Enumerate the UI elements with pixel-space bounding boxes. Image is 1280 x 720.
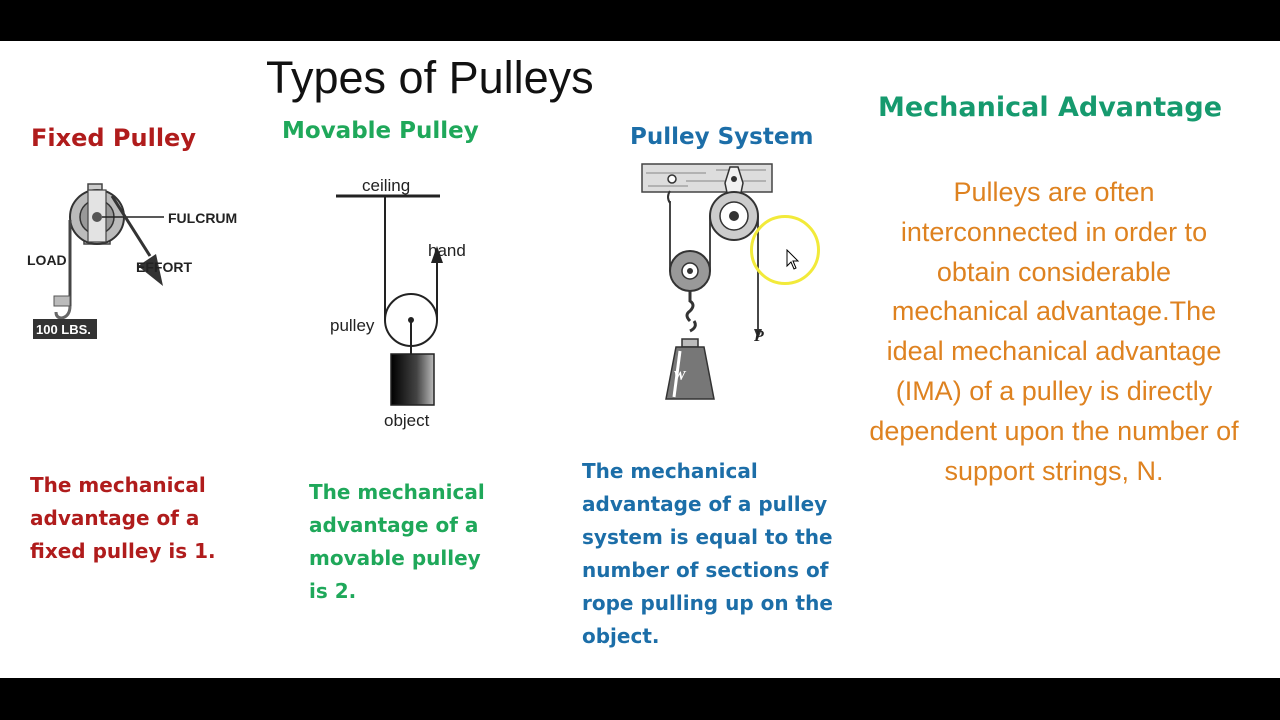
cursor-highlight <box>750 215 820 285</box>
p-label: P <box>754 328 764 345</box>
effort-label: EFFORT <box>136 259 192 275</box>
movable-pulley-diagram <box>336 194 443 406</box>
pulley-system-diagram <box>641 163 773 400</box>
mechanical-advantage-text: Pulleys are often interconnected in orde… <box>869 177 1239 486</box>
fixed-pulley-description: The mechanical advantage of a fixed pull… <box>30 473 216 563</box>
mechanical-advantage-heading: Mechanical Advantage <box>878 92 1223 123</box>
weight-label: 100 LBS. <box>36 322 91 337</box>
mouse-pointer-icon <box>786 249 800 270</box>
pulley-label: pulley <box>330 316 375 335</box>
hand-label: hand <box>428 241 466 260</box>
movable-pulley-description: The mechanical advantage of a movable pu… <box>309 480 485 603</box>
pulley-system-description: The mechanical advantage of a pulley sys… <box>582 459 833 648</box>
pulley-system-heading: Pulley System <box>630 124 814 150</box>
slide: Types of Pulleys Fixed Pulley FULCRUM LO… <box>0 41 1280 678</box>
movable-pulley-heading: Movable Pulley <box>282 118 479 144</box>
ceiling-label: ceiling <box>362 176 411 195</box>
fixed-pulley-diagram <box>33 183 164 339</box>
page-title: Types of Pulleys <box>266 52 594 103</box>
object-label: object <box>384 411 430 430</box>
load-label: LOAD <box>27 252 67 268</box>
w-label: W <box>673 369 686 384</box>
fixed-pulley-heading: Fixed Pulley <box>31 124 196 152</box>
fulcrum-label: FULCRUM <box>168 210 238 226</box>
